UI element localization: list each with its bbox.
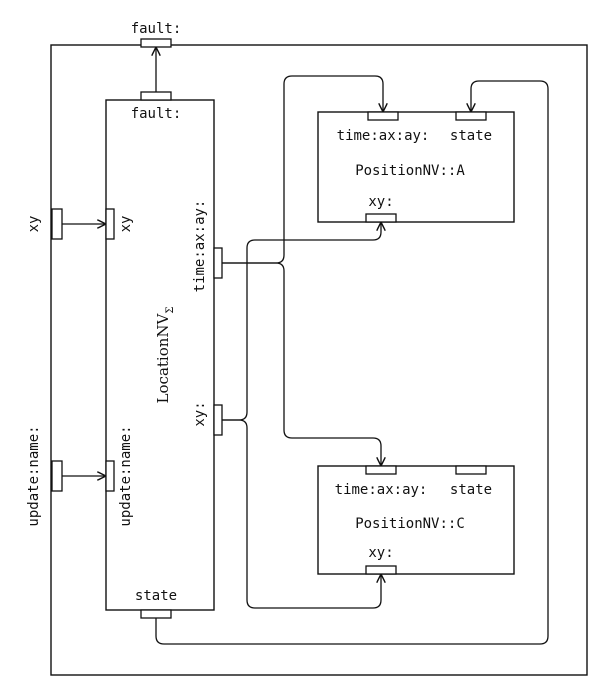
location-title: LocationNVΣ	[154, 307, 176, 404]
outer-fault-label: fault:	[131, 21, 182, 37]
position-c-time-label: time:ax:ay:	[335, 482, 428, 498]
wire-xy-to-c	[222, 419, 381, 609]
wire-state-loop	[155, 80, 549, 645]
position-c-state-port[interactable]	[455, 465, 487, 475]
outer-update-port[interactable]	[51, 460, 63, 492]
position-a-state-label: state	[450, 128, 492, 144]
wire-xy-to-a	[222, 223, 381, 421]
position-a-title: PositionNV::A	[355, 163, 465, 179]
position-a-state-port[interactable]	[455, 111, 487, 121]
outer-fault-port[interactable]	[140, 38, 172, 48]
location-state-label: state	[135, 588, 177, 604]
position-c-box	[317, 465, 515, 575]
location-state-port[interactable]	[140, 609, 172, 619]
position-a-xy-label: xy:	[368, 194, 393, 210]
outer-xy-label: xy	[26, 216, 42, 233]
location-xy-label: xy	[118, 216, 134, 233]
position-a-time-port[interactable]	[367, 111, 399, 121]
position-a-box	[317, 111, 515, 223]
position-a-xy-port[interactable]	[365, 213, 397, 223]
position-c-title: PositionNV::C	[355, 516, 465, 532]
location-update-label: update:name:	[118, 425, 134, 526]
outer-xy-port[interactable]	[51, 208, 63, 240]
position-c-xy-port[interactable]	[365, 565, 397, 575]
location-xy-out-port[interactable]	[213, 404, 223, 436]
location-time-port[interactable]	[213, 247, 223, 279]
location-title-main: LocationNV	[154, 312, 172, 403]
outer-update-label: update:name:	[26, 425, 42, 526]
location-title-sub: Σ	[165, 307, 176, 314]
position-c-state-label: state	[450, 482, 492, 498]
position-c-time-port[interactable]	[365, 465, 397, 475]
location-time-label: time:ax:ay:	[192, 200, 208, 293]
location-fault-label: fault:	[131, 106, 182, 122]
wire-time-to-c	[222, 262, 381, 465]
position-a-time-label: time:ax:ay:	[337, 128, 430, 144]
location-update-port[interactable]	[105, 460, 115, 492]
location-fault-port[interactable]	[140, 91, 172, 101]
location-xy-port[interactable]	[105, 208, 115, 240]
wire-time-to-a	[222, 75, 383, 264]
location-box	[105, 99, 215, 611]
location-xy-out-label: xy:	[192, 401, 208, 426]
position-c-xy-label: xy:	[368, 545, 393, 561]
